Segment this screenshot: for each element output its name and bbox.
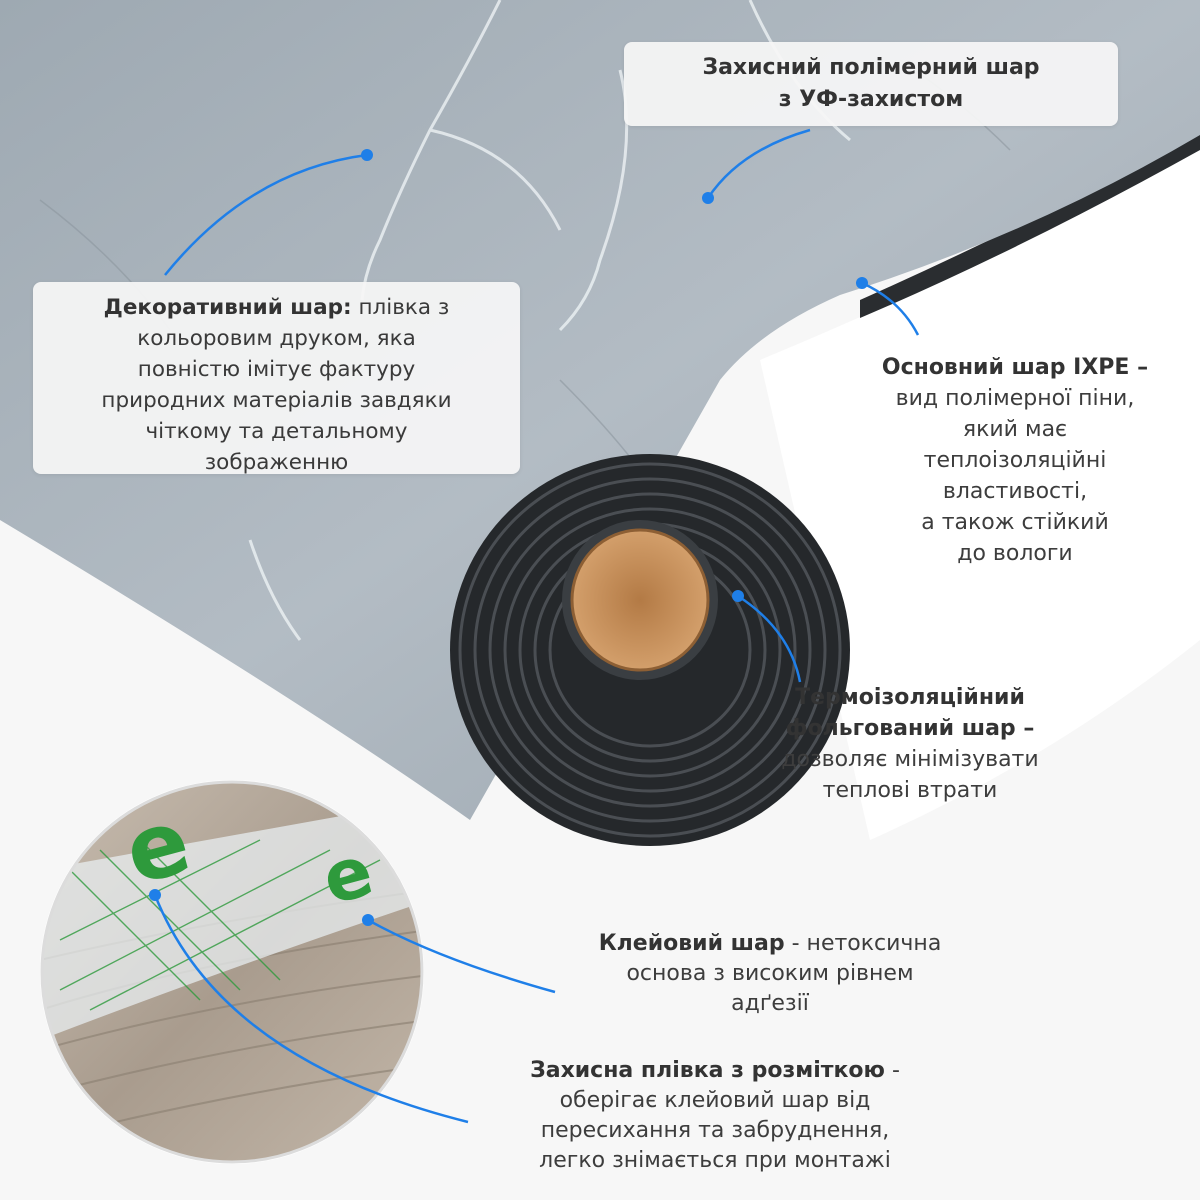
foil-line2: теплові втрати	[822, 778, 998, 803]
adhesive-line3: адґезії	[731, 991, 809, 1016]
ixpe-title: Основний шар IXPE –	[881, 355, 1149, 380]
callout-adhesive-layer: Клейовий шар - нетоксична основа з висок…	[540, 929, 1000, 1019]
callout-lines	[153, 128, 920, 1124]
foil-title2: фольгований шар –	[785, 716, 1035, 741]
decor-line1: плівка з	[358, 295, 450, 320]
callout-uv-layer: Захисний полімерний шар з УФ-захистом	[624, 42, 1118, 126]
film-line3: пересихання та забруднення,	[540, 1118, 890, 1143]
dot-adhesive	[362, 914, 374, 926]
uv-title: Захисний полімерний шар	[702, 55, 1040, 80]
decor-line4: природних матеріалів завдяки	[101, 388, 452, 413]
uv-text: з УФ-захистом	[778, 87, 964, 112]
adhesive-inset: e e	[40, 780, 424, 1164]
ixpe-line4: властивості,	[942, 479, 1088, 504]
dot-foil	[732, 590, 744, 602]
dot-ixpe	[856, 277, 868, 289]
adhesive-line1: - нетоксична	[791, 931, 942, 956]
callout-decor-layer: Декоративний шар: плівка з кольоровим др…	[33, 282, 520, 475]
callout-protective-film: Захисна плівка з розміткою - оберігає кл…	[470, 1056, 960, 1176]
marble-sheet	[0, 0, 1200, 820]
dot-uv	[702, 192, 714, 204]
decor-line3: повністю імітує фактуру	[137, 357, 416, 382]
foil-line1: дозволяє мінімізувати	[781, 747, 1039, 772]
decor-line6: зображенню	[204, 450, 349, 475]
dot-decor	[361, 149, 373, 161]
adhesive-title: Клейовий шар	[598, 931, 785, 956]
foil-title1: Термоізоляційний	[795, 685, 1025, 710]
ixpe-line3: теплоізоляційні	[923, 448, 1107, 473]
roll-underside	[760, 150, 1200, 840]
film-title: Захисна плівка з розміткою	[530, 1058, 885, 1083]
callout-dots	[149, 149, 868, 926]
decor-line2: кольоровим друком, яка	[137, 326, 416, 351]
callout-foil-layer: Термоізоляційний фольгований шар – дозво…	[720, 682, 1100, 806]
film-line1: -	[891, 1058, 900, 1083]
adhesive-line2: основа з високим рівнем	[626, 961, 914, 986]
callout-ixpe-layer: Основний шар IXPE – вид полімерної піни,…	[830, 352, 1200, 569]
ixpe-line5: а також стійкий	[921, 510, 1109, 535]
dot-film	[149, 889, 161, 901]
decor-title: Декоративний шар:	[103, 295, 352, 320]
film-line4: легко знімається при монтажі	[539, 1148, 891, 1173]
ixpe-line6: до вологи	[957, 541, 1073, 566]
ixpe-line1: вид полімерної піни,	[895, 386, 1135, 411]
roll	[450, 454, 850, 846]
decor-line5: чіткому та детальному	[145, 419, 408, 444]
ixpe-line2: який має	[962, 417, 1068, 442]
film-line2: оберігає клейовий шар від	[559, 1088, 871, 1113]
